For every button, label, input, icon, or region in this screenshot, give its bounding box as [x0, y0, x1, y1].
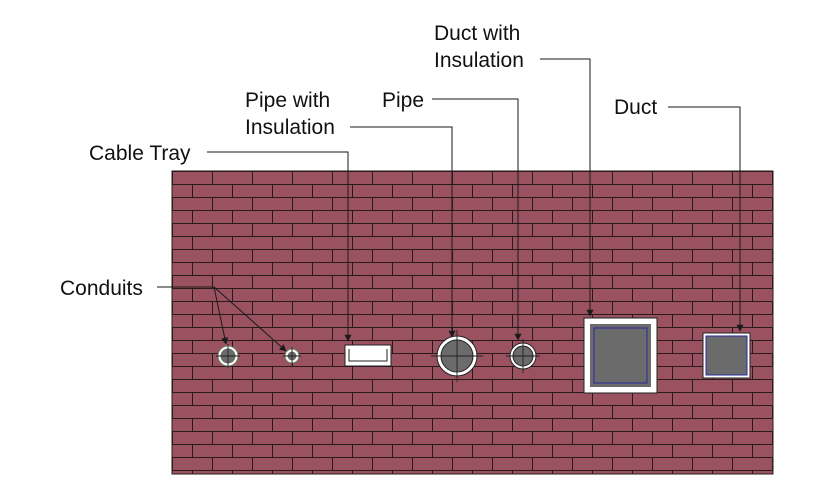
- label-duct: Duct: [614, 96, 657, 119]
- pipe: [506, 339, 540, 373]
- brick-wall: [171, 170, 774, 475]
- leader-lines: [157, 58, 744, 352]
- label-conduits: Conduits: [60, 277, 143, 300]
- label-duct-with-insulation-line1: Duct with: [434, 22, 520, 45]
- leader-pipe-with-insulation: [350, 126, 456, 338]
- brick-wall-fill: [171, 170, 774, 475]
- conduit-small: [283, 347, 301, 365]
- label-pipe-with-insulation-line1: Pipe with: [245, 89, 330, 112]
- label-pipe: Pipe: [382, 89, 424, 112]
- leader-duct: [668, 106, 744, 332]
- leader-duct-with-insulation: [540, 58, 594, 317]
- labels: Cable Tray Pipe with Insulation Pipe Duc…: [60, 22, 657, 300]
- duct-with-insulation: [583, 317, 658, 394]
- label-pipe-with-insulation-line2: Insulation: [245, 116, 335, 139]
- label-duct-with-insulation-line2: Insulation: [434, 49, 524, 72]
- cable-tray: [344, 344, 392, 367]
- leader-conduit-small: [213, 286, 287, 352]
- duct: [702, 332, 751, 379]
- pipe-with-insulation: [431, 330, 483, 382]
- conduit-large: [216, 344, 240, 368]
- leader-cable-tray: [207, 151, 352, 342]
- leader-pipe: [432, 98, 522, 341]
- label-cable-tray: Cable Tray: [89, 142, 191, 165]
